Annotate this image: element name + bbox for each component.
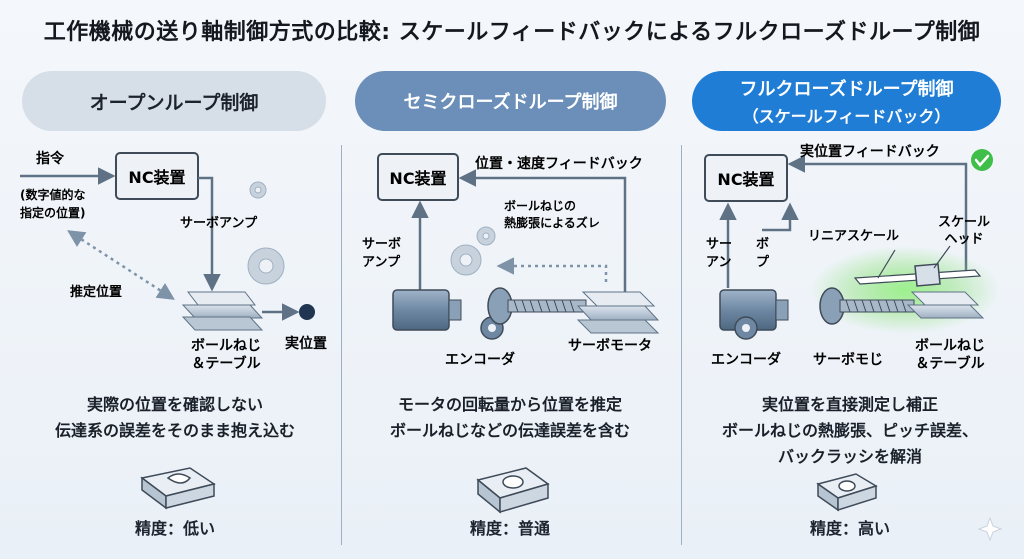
workpiece-icon	[816, 473, 878, 512]
nc-unit-box	[115, 152, 199, 200]
table-icon	[906, 291, 985, 319]
semi-closed-loop-description: モータの回転量から位置を推定 ボールねじなどの伝達誤差を含む	[350, 392, 670, 444]
open-loop-description-line-2: 伝達系の誤差をそのまま抱え込む	[54, 421, 295, 440]
open-loop-description-line-1: 実際の位置を確認しない	[86, 395, 263, 414]
ballscrew-icon	[487, 287, 587, 325]
full-closed-loop-description-line-3: バックラッシを解消	[777, 447, 922, 466]
scale-head-label-2: ヘッド	[944, 232, 983, 247]
ballscrew-label-1: ボールねじ	[915, 338, 985, 354]
servo-b-label-2: プ	[756, 255, 770, 270]
gear-icon	[450, 226, 496, 276]
header-full-closed-loop: フルクローズドループ制御 （スケールフィードバック）	[692, 71, 1001, 131]
header-full-closed-loop-sublabel: （スケールフィードバック）	[742, 107, 951, 126]
command-label: 指令	[36, 150, 65, 167]
command-note-1: (数字値的な	[20, 187, 86, 202]
full-closed-loop-description: 実位置を直接測定し補正 ボールねじの熱膨張、ピッチ誤差、 バックラッシを解消	[690, 392, 1010, 470]
header-semi-closed-loop: セミクローズドループ制御	[355, 71, 666, 131]
thermal-drift-arrow	[496, 257, 608, 282]
open-loop-diagram: NC装置 指令 (数字値的な 指定の位置) サーボアンプ 推定位置 ボールねじ …	[20, 150, 327, 510]
ballscrew-label-1: ボールねじ	[191, 338, 261, 354]
header-full-closed-loop-label: フルクローズドループ制御	[739, 79, 954, 100]
table-icon	[576, 291, 660, 334]
open-loop-description: 実際の位置を確認しない 伝達系の誤差をそのまま抱え込む	[20, 392, 330, 444]
nc-unit-label: NC装置	[389, 169, 446, 188]
servo-a-label-1: サー	[706, 237, 732, 252]
check-icon	[971, 149, 993, 171]
semi-closed-loop-diagram: NC装置 位置・速度フィードバック サーボ アンプ ボールねじの 熱膨張によるズ…	[362, 153, 660, 514]
encoder-label: エンコーダ	[711, 351, 781, 368]
encoder-label: エンコーダ	[445, 351, 515, 368]
servo-a-label-2: アン	[706, 255, 731, 270]
servo-motor-icon	[392, 289, 462, 331]
accuracy-semi-closed-loop: 精度：普通	[469, 519, 550, 538]
full-closed-loop-description-line-1: 実位置を直接測定し補正	[761, 395, 938, 414]
servo-label-1: サーボ	[362, 236, 401, 252]
accuracy-full-closed-loop: 精度：高い	[809, 519, 890, 538]
header-open-loop-label: オープンループ制御	[89, 91, 259, 114]
feedback-arrow	[787, 155, 968, 270]
feedback-label: 位置・速度フィードバック	[475, 155, 643, 172]
nc-unit-label: NC装置	[128, 168, 185, 187]
accuracy-open-loop: 精度：低い	[134, 519, 215, 538]
actual-position-dot	[299, 304, 315, 320]
feedback-arrow	[458, 169, 627, 298]
semi-closed-loop-description-line-1: モータの回転量から位置を推定	[397, 395, 622, 414]
actual-position-label: 実位置	[285, 335, 327, 352]
drive-arrow	[198, 176, 221, 292]
semi-closed-loop-description-line-2: ボールねじなどの伝達誤差を含む	[389, 421, 630, 440]
encoder-icon	[734, 316, 758, 340]
gear-icon	[247, 181, 285, 285]
page-title: 工作機械の送り軸制御方式の比較: スケールフィードバックによるフルクローズドルー…	[43, 20, 981, 45]
servo-amp-label: サーボアンプ	[180, 215, 258, 231]
header-open-loop: オープンループ制御	[22, 71, 326, 131]
servo-b-label-1: ボ	[756, 236, 769, 252]
ballscrew-label-2: ＆テーブル	[915, 355, 984, 372]
nc-unit-box	[377, 153, 459, 201]
nc-unit-label: NC装置	[717, 170, 774, 189]
nc-unit-box	[704, 154, 788, 202]
thermal-label-1: ボールねじの	[504, 198, 576, 213]
servo-amp-arrow	[762, 202, 799, 232]
thermal-label-2: 熱膨張によるズレ	[504, 215, 600, 230]
command-note-2: 指定の位置)	[20, 205, 86, 220]
column-divider-1	[341, 145, 342, 545]
feedback-label: 実位置フィードバック	[800, 143, 940, 160]
column-divider-2	[681, 145, 682, 545]
servo-motor-label: サーボモータ	[568, 338, 652, 354]
estimated-position-label: 推定位置	[70, 284, 122, 300]
ballscrew-table-icon	[181, 291, 264, 331]
servo-label-2: アンプ	[362, 255, 401, 270]
servo-motor-icon	[719, 289, 789, 331]
linear-scale-label: リニアスケール	[808, 229, 899, 244]
workpiece-icon	[140, 467, 216, 510]
ballscrew-label-2: ＆テーブル	[191, 355, 260, 372]
sparkle-icon	[977, 516, 1003, 542]
servo-moji-label: サーボモじ	[813, 352, 883, 368]
scale-head-label-1: スケール	[938, 215, 990, 230]
scale-head-icon	[914, 245, 951, 287]
header-semi-closed-loop-label: セミクローズドループ制御	[403, 92, 618, 113]
workpiece-icon	[476, 467, 550, 514]
full-closed-loop-diagram: NC装置 実位置フィードバック サー アン ボ プ リニアスケール スケール ヘ…	[704, 143, 1003, 542]
full-closed-loop-description-line-2: ボールねじの熱膨張、ピッチ誤差、	[721, 421, 978, 440]
